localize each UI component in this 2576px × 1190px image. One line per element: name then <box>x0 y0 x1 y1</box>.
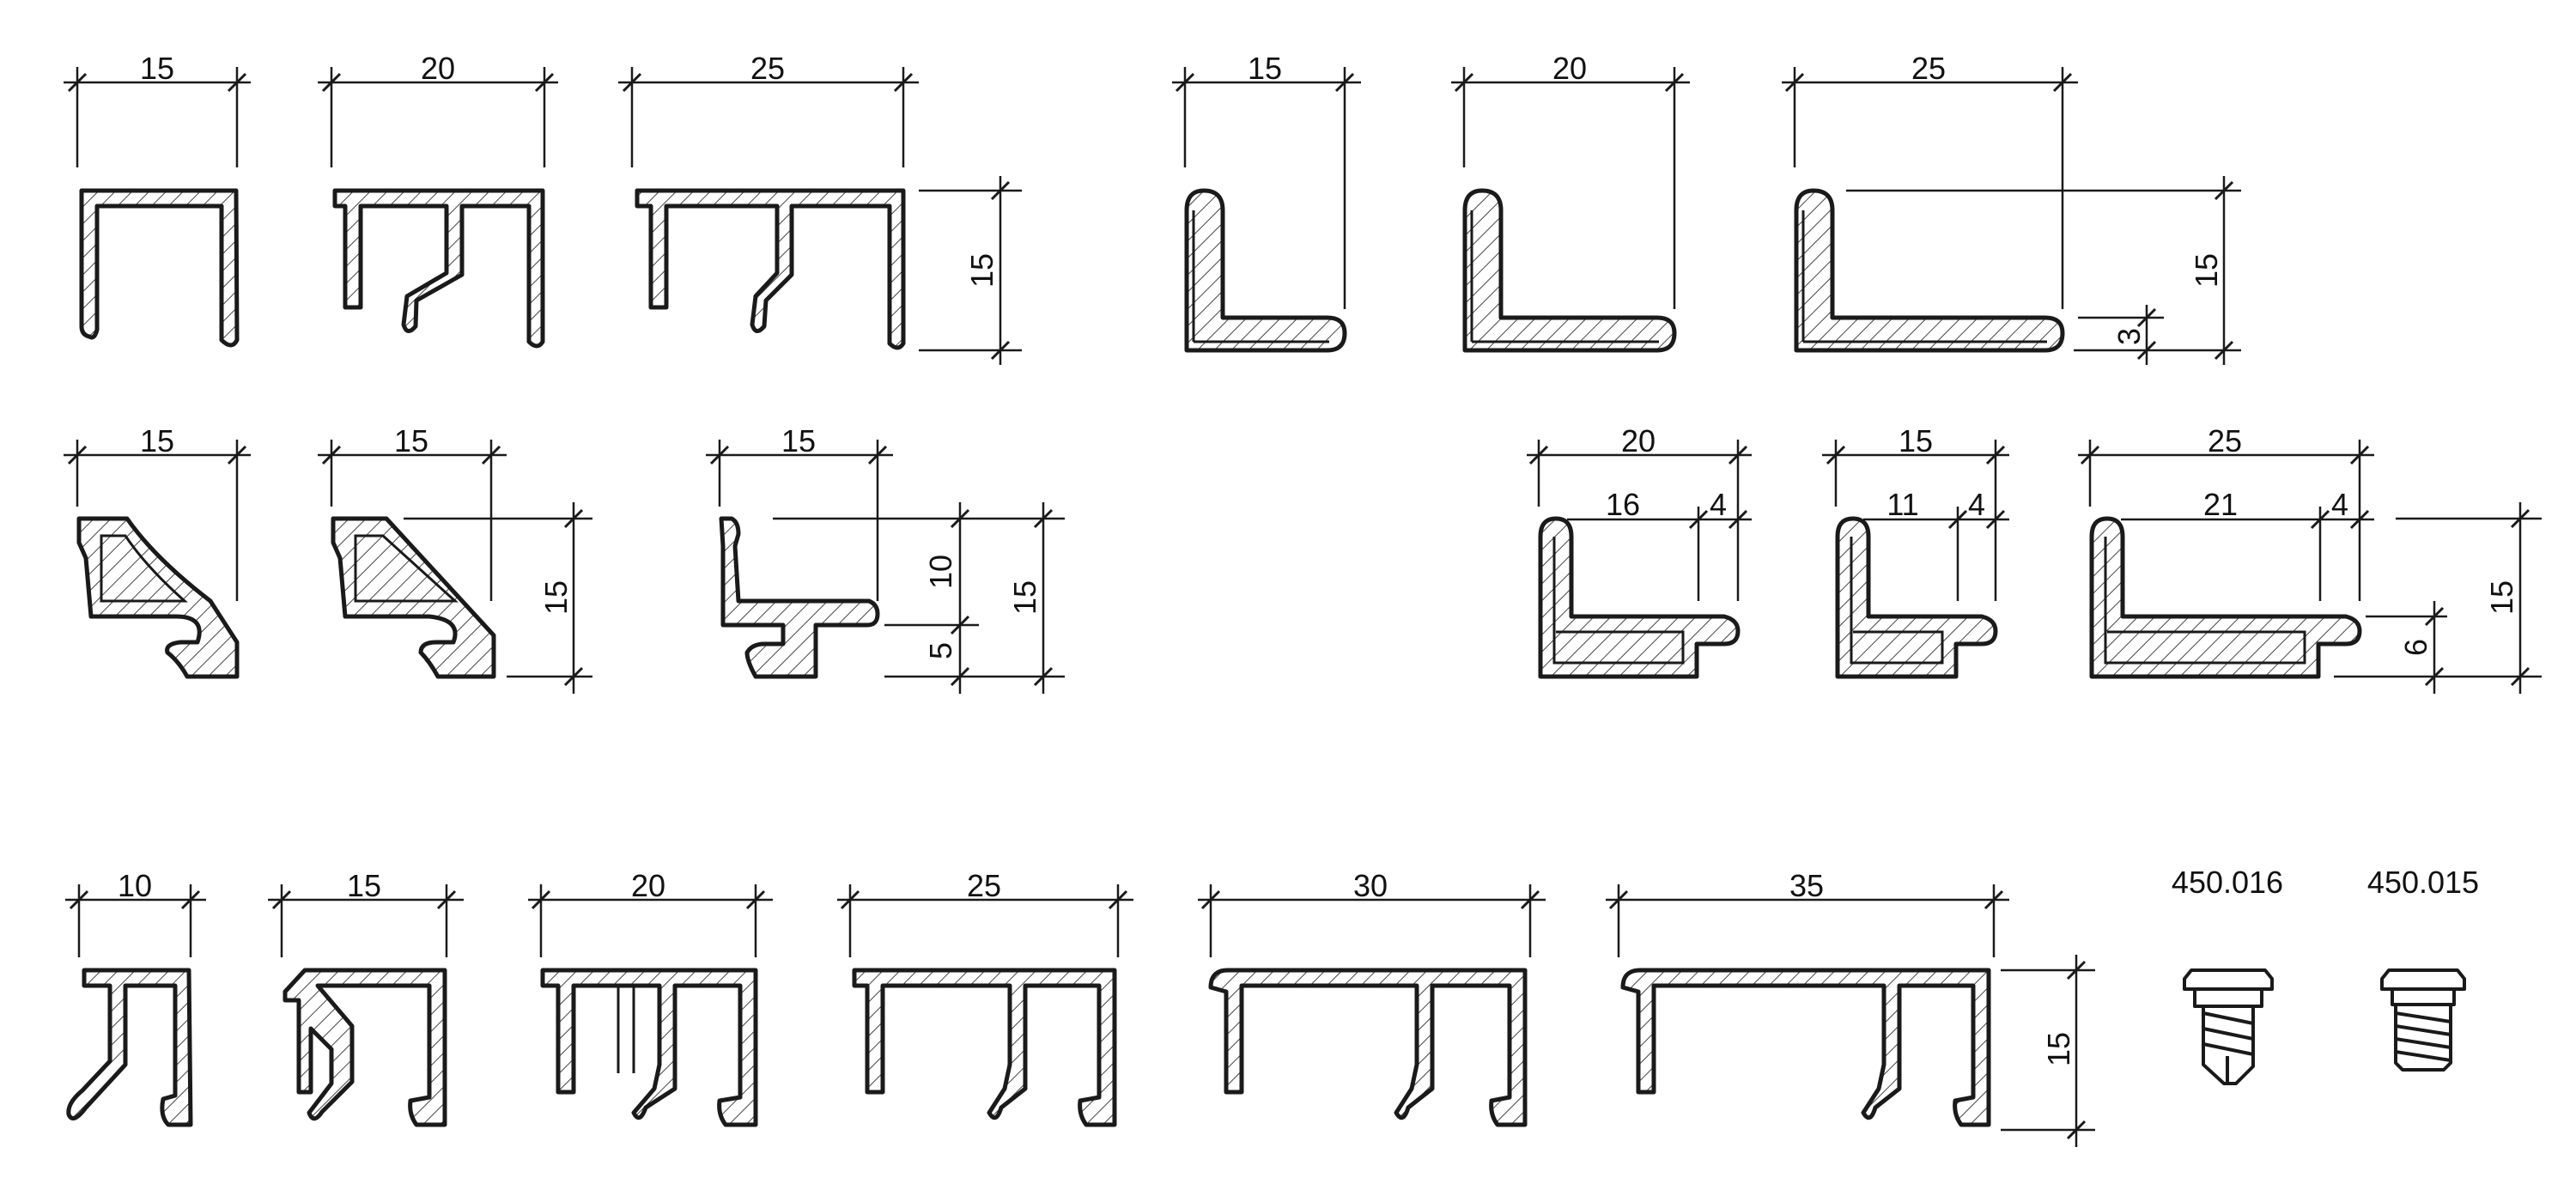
angle-dim-t3: 3 <box>2111 328 2147 345</box>
row2-dim-h15: 15 <box>538 580 574 615</box>
triangle-profile-b <box>331 516 496 679</box>
angle-dim-15: 15 <box>1248 51 1282 86</box>
p2-dim-lip: 4 <box>1968 487 1985 522</box>
angle-profile-20 <box>1462 188 1677 353</box>
angle-dim-20: 20 <box>1552 51 1587 86</box>
lipped-channel-25 <box>2089 516 2362 679</box>
angle-dim-25: 25 <box>1911 51 1946 86</box>
p2-dim-inner: 11 <box>1886 487 1918 522</box>
row1-dim-h15: 15 <box>964 253 999 288</box>
row3-dim-w15: 15 <box>347 868 381 903</box>
track-profile-30 <box>1208 968 1528 1127</box>
u-profile-15 <box>79 188 240 348</box>
u-profile-25 <box>635 188 906 350</box>
row1-dim-20: 20 <box>421 51 455 86</box>
p3-dim-w: 25 <box>2208 423 2242 458</box>
row1-dim-15: 15 <box>140 51 174 86</box>
lipped-channel-15 <box>1835 516 1998 679</box>
lipped-channel-20 <box>1538 516 1741 679</box>
track-profile-25 <box>852 968 1117 1127</box>
triangle-profile-a <box>76 516 240 679</box>
row2-dim-h10: 10 <box>923 555 958 589</box>
p1-dim-inner: 16 <box>1606 487 1640 522</box>
row2-dim-c15: 15 <box>781 423 816 458</box>
screw-450-015: 450.015 <box>2367 865 2479 1072</box>
row2r-dim-h6: 6 <box>2398 639 2433 656</box>
track-profile-20 <box>540 968 758 1127</box>
p1-dim-w: 20 <box>1621 423 1656 458</box>
angle-profile-25 <box>1794 188 2065 353</box>
row2-dim-hc15: 15 <box>1007 580 1042 615</box>
row2-right-profiles: 20 16 4 15 11 4 25 21 4 <box>1527 423 2542 694</box>
row2-dim-b15: 15 <box>394 423 428 458</box>
angle-dim-h15: 15 <box>2189 253 2224 288</box>
row3-profiles: 10 15 20 25 30 <box>65 868 2095 1147</box>
row3-dim-w20: 20 <box>631 868 665 903</box>
screw-450-016: 450.016 <box>2172 865 2283 1085</box>
step-profile-c <box>719 516 880 679</box>
track-profile-15 <box>283 968 447 1127</box>
row3-dim-w30: 30 <box>1353 868 1388 903</box>
angle-profile-15 <box>1184 188 1347 353</box>
screw-code-450-016: 450.016 <box>2172 865 2283 900</box>
row3-dim-w25: 25 <box>967 868 1001 903</box>
row2r-dim-h15: 15 <box>2484 580 2519 615</box>
row3-dim-w35: 35 <box>1789 868 1824 903</box>
row2-dim-a15: 15 <box>140 423 174 458</box>
row2-left-profiles: 15 15 15 15 10 5 <box>64 423 1065 694</box>
row1-dim-25: 25 <box>750 51 785 86</box>
track-profile-10 <box>66 968 193 1127</box>
u-profile-20 <box>332 188 545 349</box>
angle-profiles: 15 20 25 15 3 <box>1172 51 2241 365</box>
row3-dim-h15: 15 <box>2041 1032 2076 1066</box>
p1-dim-lip: 4 <box>1710 487 1727 522</box>
screw-code-450-015: 450.015 <box>2367 865 2479 900</box>
row2-dim-h5: 5 <box>923 642 958 659</box>
p3-dim-lip: 4 <box>2331 487 2348 522</box>
row3-dim-w10: 10 <box>118 868 152 903</box>
p2-dim-w: 15 <box>1899 423 1933 458</box>
p3-dim-inner: 21 <box>2203 487 2238 522</box>
row1-profiles: 15 20 25 15 <box>64 51 1022 365</box>
track-profile-35 <box>1620 968 1991 1127</box>
